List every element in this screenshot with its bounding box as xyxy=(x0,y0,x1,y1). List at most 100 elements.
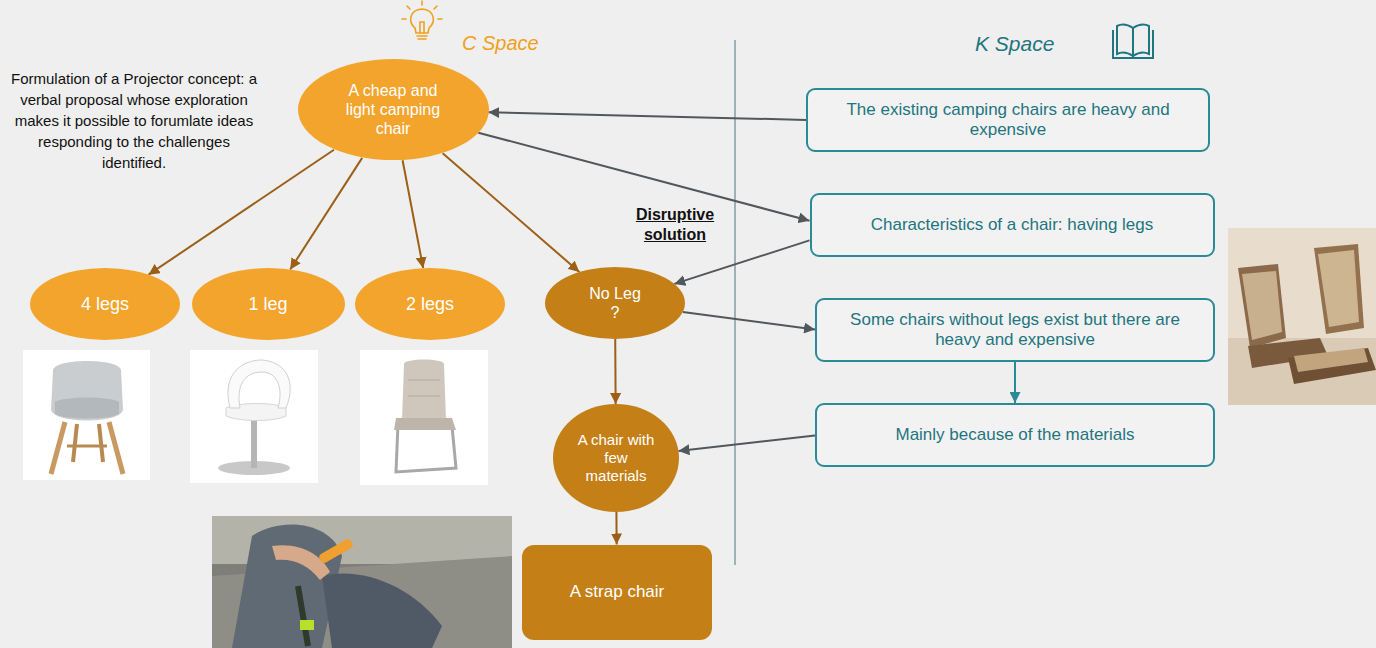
strap-chair-photo xyxy=(212,516,512,648)
ellipse-fill xyxy=(545,267,685,339)
two-leg-chair-photo xyxy=(394,418,456,430)
four-leg-chair-photo xyxy=(51,422,65,474)
floor-chair-photo xyxy=(1314,244,1364,334)
disruptive-concept-ellipse: No Leg ? xyxy=(545,267,685,339)
node-label: No Leg ? xyxy=(584,284,646,322)
node-label: 4 legs xyxy=(81,293,129,315)
one-leg-chair-photo xyxy=(251,416,257,468)
ellipse-fill xyxy=(298,59,489,160)
floor-chair-photo xyxy=(1294,348,1368,372)
lightbulb-icon xyxy=(420,22,424,33)
floor-chair-photo xyxy=(1288,348,1376,384)
four-leg-chair-photo xyxy=(55,398,119,419)
floor-chair-photo xyxy=(1318,250,1359,327)
lightbulb-icon xyxy=(421,1,423,5)
node-label: The existing camping chairs are heavy an… xyxy=(828,100,1188,140)
node-label: A strap chair xyxy=(570,582,665,602)
node-text-group: Characteristics of a chair: having legs xyxy=(871,215,1154,235)
node-label: Characteristics of a chair: having legs xyxy=(871,215,1154,235)
space-title: C Space xyxy=(462,31,572,56)
lightbulb-icon xyxy=(434,6,437,9)
connector-arrow xyxy=(290,158,362,270)
concept-ellipse: 4 legs xyxy=(30,268,180,340)
ellipse-fill xyxy=(30,268,180,340)
four-leg-chair-photo xyxy=(99,424,103,462)
four-leg-chair-photo xyxy=(51,361,123,421)
lightbulb-icon xyxy=(417,35,427,37)
lightbulb-icon xyxy=(418,38,426,40)
note-text: Formulation of a Projector concept: a ve… xyxy=(4,68,264,173)
strap-chair-photo xyxy=(318,538,354,565)
node-label: 1 leg xyxy=(248,293,287,315)
two-leg-chair-photo xyxy=(360,350,488,485)
node-label: A chair with few materials xyxy=(577,431,655,485)
node-text-group: No Leg ? xyxy=(584,284,646,322)
concept-ellipse: A cheap and light camping chair xyxy=(298,59,489,160)
connector-arrow xyxy=(1014,362,1016,403)
two-leg-chair-photo xyxy=(396,424,456,472)
strap-chair-photo xyxy=(212,516,512,648)
two-leg-chair-photo xyxy=(402,360,446,421)
lightbulb-icon xyxy=(411,9,434,33)
concept-ellipse: 1 leg xyxy=(192,268,345,340)
lightbulb-icon xyxy=(407,6,410,9)
four-leg-chair-photo xyxy=(23,350,150,480)
node-text-group: A strap chair xyxy=(570,582,665,602)
knowledge-box: Mainly because of the materials xyxy=(815,403,1215,467)
connector-arrow xyxy=(683,312,815,329)
lightbulb-icon xyxy=(402,1,442,39)
disruptive-concept-ellipse: A chair with few materials xyxy=(553,404,679,512)
node-text-group: The existing camping chairs are heavy an… xyxy=(828,100,1188,140)
node-text-group: A chair with few materials xyxy=(577,431,655,485)
space-title: K Space xyxy=(975,31,1085,57)
connector-arrow xyxy=(615,512,617,545)
connector-arrow xyxy=(488,112,806,120)
node-text-group: 1 leg xyxy=(248,293,287,315)
solution-box: A strap chair xyxy=(522,545,712,640)
node-text-group: Mainly because of the materials xyxy=(895,425,1134,445)
node-text-group: Some chairs without legs exist but there… xyxy=(835,310,1195,350)
connector-arrow xyxy=(678,435,815,450)
book-icon xyxy=(1113,25,1153,58)
node-label: A cheap and light camping chair xyxy=(334,81,452,138)
floor-chair-photo xyxy=(1228,338,1376,405)
connector-arrow xyxy=(674,240,809,284)
ellipse-outline xyxy=(545,267,685,339)
ellipse-fill xyxy=(192,268,345,340)
four-leg-chair-photo xyxy=(109,422,123,474)
floor-chair-photo xyxy=(1238,264,1286,348)
strap-chair-photo xyxy=(272,545,330,580)
node-text-group: 4 legs xyxy=(81,293,129,315)
floor-chair-photo xyxy=(1242,271,1282,340)
connector-arrow xyxy=(149,150,334,275)
four-leg-chair-photo xyxy=(73,424,77,462)
book-icon xyxy=(1117,25,1133,56)
node-text-group: A cheap and light camping chair xyxy=(334,81,452,138)
lightbulb-icon xyxy=(402,18,406,20)
connector-arrow xyxy=(403,160,424,268)
node-label: 2 legs xyxy=(406,293,454,315)
two-leg-chair-photo xyxy=(360,350,488,485)
knowledge-box: Some chairs without legs exist but there… xyxy=(815,298,1215,362)
connector-arrow xyxy=(443,153,580,272)
strap-chair-photo xyxy=(300,620,314,630)
one-leg-chair-photo xyxy=(190,350,318,483)
book-icon xyxy=(1133,25,1149,56)
one-leg-chair-photo xyxy=(228,360,290,408)
node-label: Mainly because of the materials xyxy=(895,425,1134,445)
one-leg-chair-photo xyxy=(190,350,318,483)
two-leg-chair-photo xyxy=(408,396,440,397)
ellipse-fill xyxy=(355,268,505,340)
lightbulb-icon xyxy=(438,18,442,20)
concept-ellipse: 2 legs xyxy=(355,268,505,340)
strap-chair-photo xyxy=(298,586,308,646)
knowledge-box: The existing camping chairs are heavy an… xyxy=(806,88,1210,152)
node-label: Some chairs without legs exist but there… xyxy=(835,310,1195,350)
four-leg-chair-photo xyxy=(23,350,150,480)
node-text-group: 2 legs xyxy=(406,293,454,315)
knowledge-box: Characteristics of a chair: having legs xyxy=(810,193,1215,257)
two-leg-chair-photo xyxy=(408,380,440,381)
floor-chair-photo xyxy=(1228,228,1376,405)
ellipse-fill xyxy=(553,404,679,512)
